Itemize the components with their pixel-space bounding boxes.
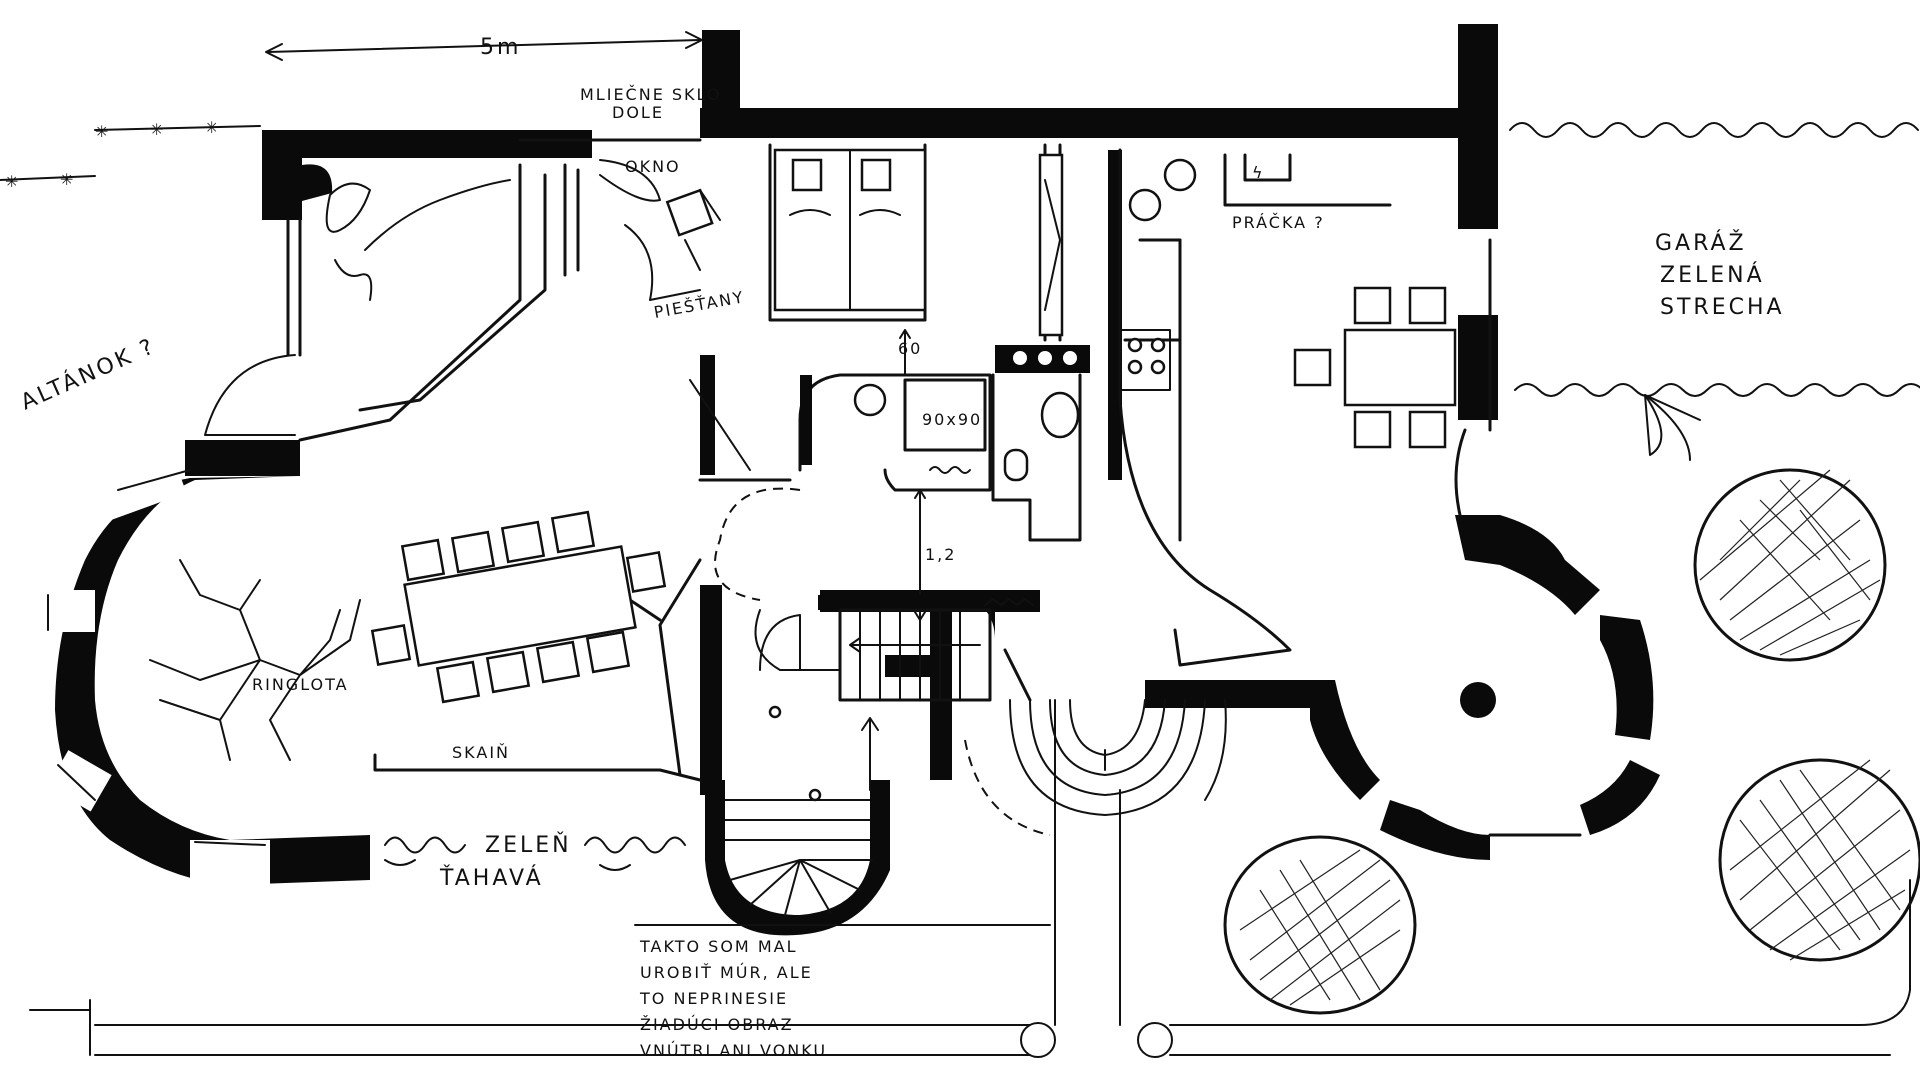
- window-label: OKNO: [625, 157, 681, 176]
- note-line-5: VNÚTRI ANI VONKU: [640, 1041, 827, 1060]
- green-climber: [384, 836, 686, 871]
- greenery-label-1: ZELEŇ: [485, 832, 572, 858]
- tree-bottom-middle: [1223, 835, 1417, 1015]
- svg-text:✳: ✳: [95, 122, 110, 141]
- piestany-label: PIEŠŤANY: [652, 287, 746, 322]
- dim-12-label: 1,2: [925, 545, 956, 564]
- beds: [773, 148, 1064, 337]
- frosted-glass-label-1: MLIEČNE SKLO: [580, 85, 721, 104]
- skain-label: SKAIŇ: [452, 743, 510, 762]
- note-line-4: ŽIADÚCI OBRAZ: [640, 1015, 794, 1034]
- svg-text:✳: ✳: [5, 172, 20, 191]
- kitchen-area: ϟ: [1119, 158, 1265, 391]
- staircase: [759, 595, 1034, 702]
- hallway: 1,2 60: [698, 329, 1292, 667]
- scale-bar: 5m: [265, 31, 703, 61]
- frosted-glass-label-2: DOLE: [612, 103, 664, 122]
- fence-left: ✳ ✳ ✳ ✳ ✳: [0, 118, 261, 191]
- ringlota-label: RINGLOTA: [252, 675, 349, 694]
- living-room-wall: [35, 442, 370, 885]
- terrace-pond: [325, 179, 511, 301]
- svg-text:✳: ✳: [60, 170, 75, 189]
- garage-door-swing: [1644, 394, 1691, 461]
- height-60-label: 60: [898, 339, 922, 358]
- living-chairs: [665, 188, 714, 237]
- hedge-mid-right: [1514, 383, 1920, 397]
- entrance-arc-stairs: [964, 699, 1227, 836]
- hedge-top-right: [1509, 122, 1919, 138]
- note-block: TAKTO SOM MAL UROBIŤ MÚR, ALE TO NEPRINE…: [639, 937, 827, 1060]
- svg-text:✳: ✳: [150, 120, 165, 139]
- spiral-staircase: [705, 705, 890, 936]
- bathroom: 90x90: [798, 345, 1090, 542]
- garage-label-2: ZELENÁ: [1660, 262, 1765, 288]
- tree-right-bottom: [1718, 758, 1920, 962]
- note-line-3: TO NEPRINESIE: [639, 989, 788, 1008]
- washing-machine-label: PRÁČKA ?: [1232, 213, 1325, 232]
- svg-text:✳: ✳: [205, 118, 220, 137]
- scale-label: 5m: [480, 35, 521, 60]
- ringlota-tree-sketch: [149, 559, 361, 761]
- right-tower-wall: [1310, 428, 1660, 860]
- shower-label: 90x90: [922, 410, 982, 429]
- garage-label-3: STRECHA: [1660, 295, 1785, 320]
- garage-label-1: GARÁŽ: [1655, 230, 1747, 256]
- greenery-label-2: ŤAHAVÁ: [439, 865, 544, 891]
- altan-label: ALTÁNOK ?: [17, 333, 160, 416]
- note-line-2: UROBIŤ MÚR, ALE: [640, 963, 813, 982]
- bottom-paths: [29, 699, 1911, 1058]
- note-line-1: TAKTO SOM MAL: [639, 937, 797, 956]
- dining-table-left: [370, 510, 667, 704]
- tree-right-top: [1693, 468, 1887, 662]
- dining-table-right: [1293, 286, 1457, 449]
- door-swings: [204, 159, 1701, 671]
- svg-text:ϟ: ϟ: [1252, 163, 1265, 182]
